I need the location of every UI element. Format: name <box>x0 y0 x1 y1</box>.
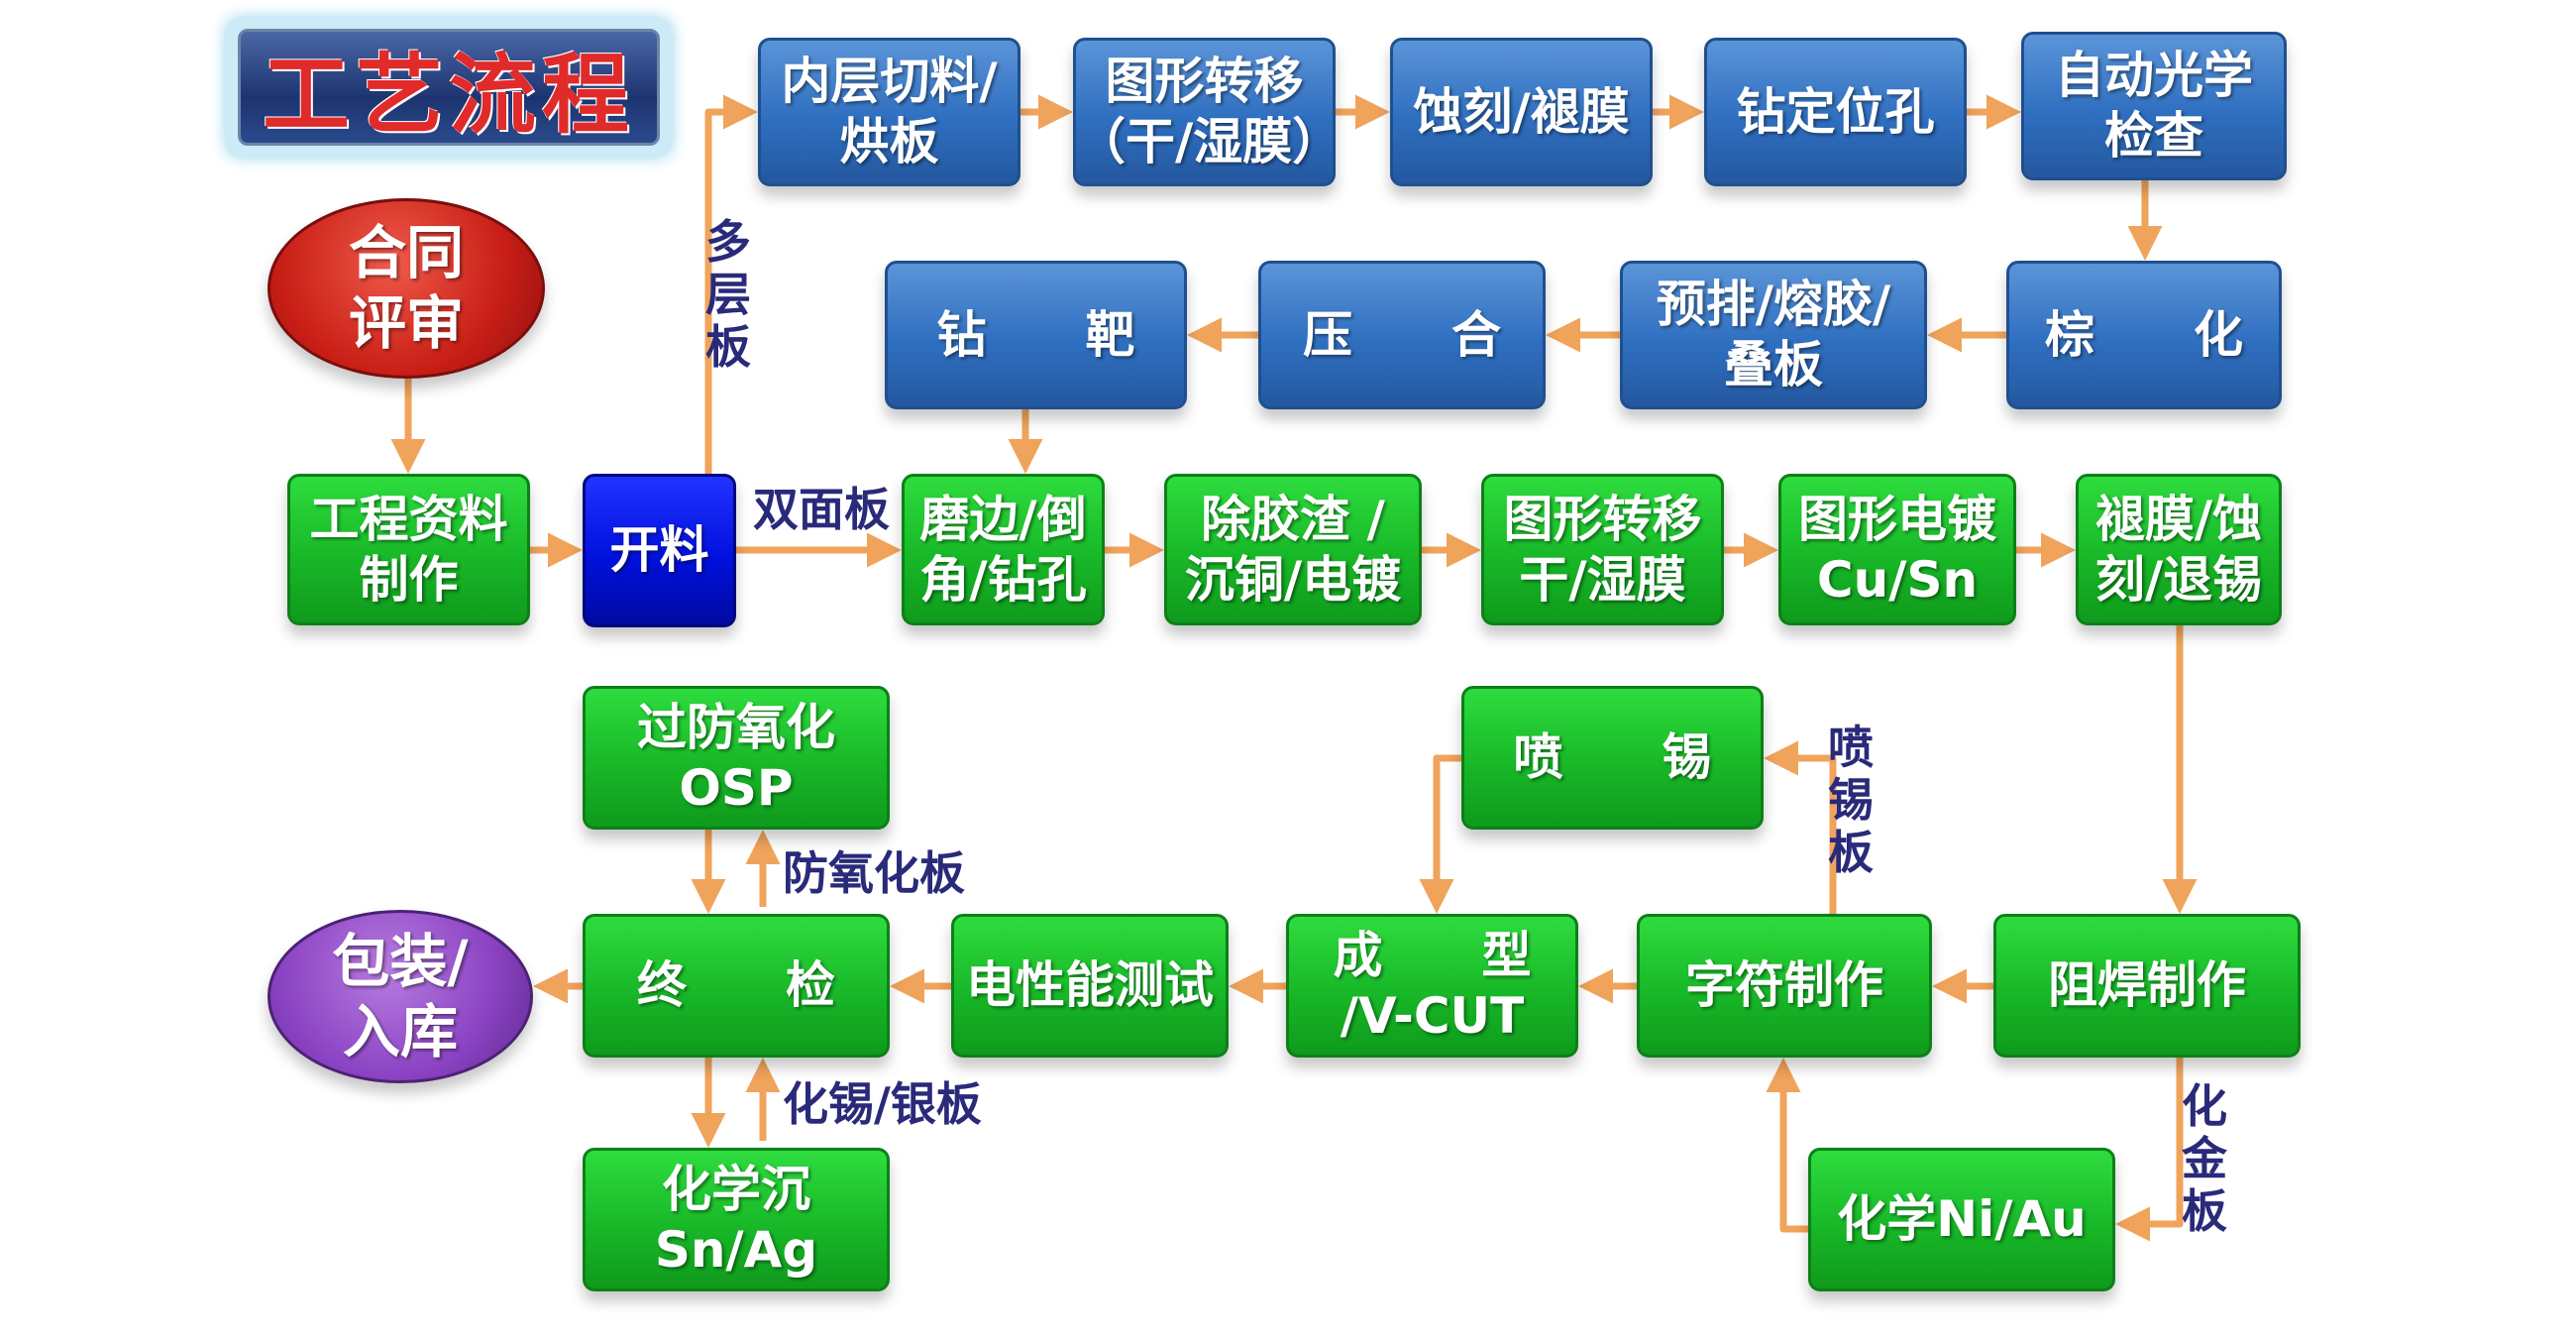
enig-node: 化学Ni/Au <box>1808 1148 2115 1291</box>
immersion-sn-ag-node: 化学沉 Sn/Ag <box>583 1148 890 1291</box>
etching-stripping-node: 蚀刻/褪膜 <box>1390 38 1653 186</box>
edge-grinding-drilling-node: 磨边/倒 角/钻孔 <box>902 474 1105 625</box>
tin-silver-label: 化锡/银板 <box>783 1077 982 1131</box>
lamination-node: 压 合 <box>1258 261 1546 409</box>
multilayer-label: 多 层 板 <box>705 215 751 374</box>
diagram-title: 工艺流程 <box>238 29 660 146</box>
osp-node: 过防氧化 OSP <box>583 686 890 830</box>
pattern-transfer-2-node: 图形转移 干/湿膜 <box>1481 474 1724 625</box>
material-cutting-node: 开料 <box>583 474 736 627</box>
double-sided-label: 双面板 <box>753 483 890 536</box>
aoi-inspection-node: 自动光学 检查 <box>2021 32 2287 180</box>
contract-review-node: 合同 评审 <box>268 198 545 379</box>
legend-printing-node: 字符制作 <box>1637 914 1932 1058</box>
desmear-plating-node: 除胶渣 / 沉铜/电镀 <box>1164 474 1422 625</box>
flow-arrow-0 <box>704 94 758 474</box>
flow-arrow-25 <box>2115 1058 2184 1242</box>
target-drilling-node: 钻 靶 <box>885 261 1187 409</box>
spray-tin-board-label: 喷 锡 板 <box>1828 721 1874 879</box>
pattern-plating-node: 图形电镀 Cu/Sn <box>1778 474 2016 625</box>
strip-etch-tin-node: 褪膜/蚀 刻/退锡 <box>2076 474 2282 625</box>
pattern-transfer-node: 图形转移 （干/湿膜） <box>1073 38 1342 186</box>
routing-vcut-node: 成 型 /V-CUT <box>1286 914 1578 1058</box>
electrical-test-node: 电性能测试 <box>951 914 1229 1058</box>
hot-air-leveling-node: 喷 锡 <box>1461 686 1764 830</box>
packing-storage-node: 包装/ 入库 <box>268 910 533 1083</box>
anti-oxidation-label: 防氧化板 <box>783 846 965 900</box>
flow-arrow-26 <box>1766 1058 1808 1233</box>
layup-node: 预排/熔胶/ 叠板 <box>1620 261 1927 409</box>
inner-layer-cutting-node: 内层切料/ 烘板 <box>758 38 1020 186</box>
locating-hole-drilling-node: 钻定位孔 <box>1704 38 1967 186</box>
gold-board-label: 化 金 板 <box>2182 1079 2227 1238</box>
engineering-data-node: 工程资料 制作 <box>287 474 530 625</box>
flow-arrow-24 <box>1419 754 1461 914</box>
brown-oxide-node: 棕 化 <box>2006 261 2282 409</box>
final-inspection-node: 终 检 <box>583 914 890 1058</box>
flow-arrow-23 <box>1764 740 1837 914</box>
title-banner: 工艺流程 <box>226 18 672 157</box>
solder-mask-node: 阻焊制作 <box>1993 914 2301 1058</box>
